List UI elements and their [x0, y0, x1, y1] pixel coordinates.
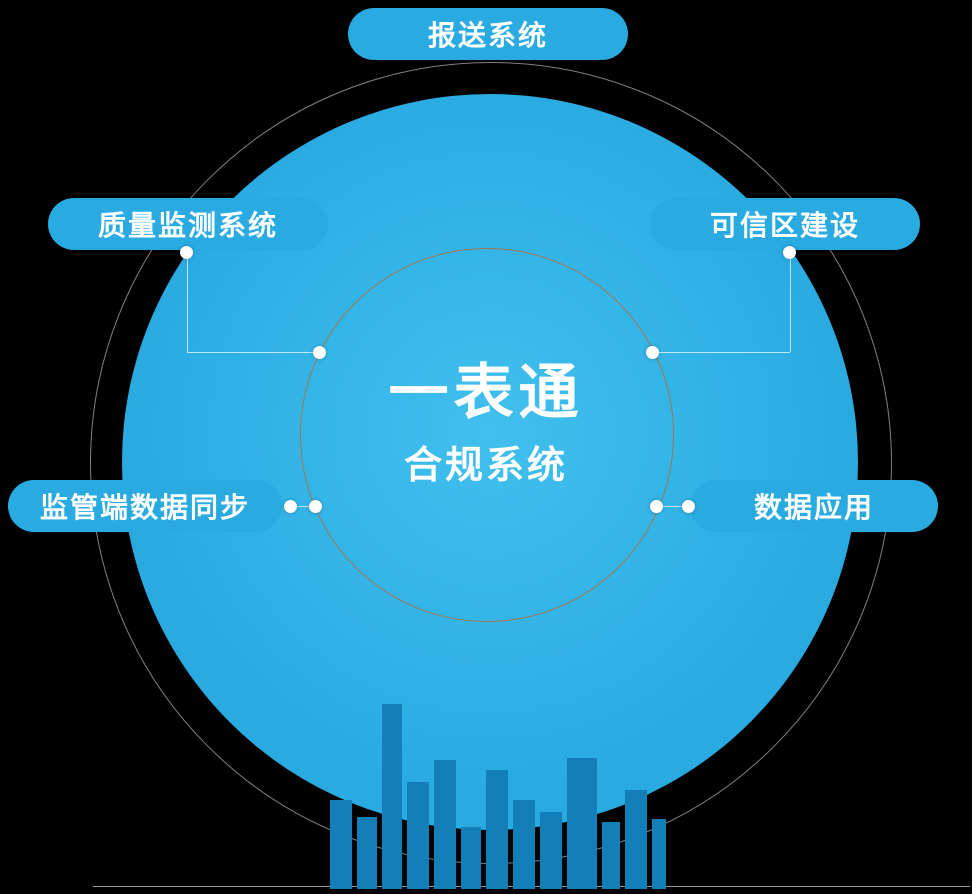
skyline-bar [540, 812, 562, 889]
skyline-bar [357, 817, 377, 889]
connector-dot-right-pill [682, 500, 695, 513]
skyline-bar [652, 819, 666, 889]
node-quality-monitoring-system: 质量监测系统 [48, 198, 328, 250]
skyline-bars [330, 704, 666, 889]
node-regulator-data-sync: 监管端数据同步 [8, 480, 282, 532]
connector-dot-left-pill [284, 500, 297, 513]
connector-dot-upper-left-pill [180, 246, 193, 259]
connector-left-horizontal [291, 506, 317, 507]
connector-dot-upper-right-pill [783, 246, 796, 259]
connector-upper-right-vertical [790, 252, 791, 352]
node-reporting-system: 报送系统 [348, 8, 628, 60]
connector-upper-right-horizontal [653, 352, 790, 353]
skyline-bar [330, 800, 352, 889]
center-text-block: 一表通 合规系统 [300, 360, 672, 489]
node-data-application: 数据应用 [690, 480, 938, 532]
connector-dot-right-circle [650, 500, 663, 513]
center-title: 一表通 [388, 359, 584, 426]
connector-dot-upper-right-circle [646, 346, 659, 359]
inner-ring [300, 248, 674, 622]
skyline-bar [602, 822, 620, 889]
connector-upper-left-horizontal [187, 352, 319, 353]
connector-dot-left-circle [309, 500, 322, 513]
center-subtitle: 合规系统 [403, 445, 568, 487]
connector-upper-left-vertical [187, 252, 188, 352]
skyline-bar [567, 758, 597, 889]
connector-dot-upper-left-circle [313, 346, 326, 359]
connector-right-horizontal [657, 506, 689, 507]
node-trusted-zone-construction: 可信区建设 [650, 198, 920, 250]
skyline-bar [486, 770, 508, 889]
skyline-bar [513, 800, 535, 889]
skyline-bar [407, 782, 429, 889]
skyline-bar [382, 704, 402, 889]
skyline-bar [434, 760, 456, 889]
skyline-bar [625, 790, 647, 889]
skyline-bar [461, 827, 481, 889]
